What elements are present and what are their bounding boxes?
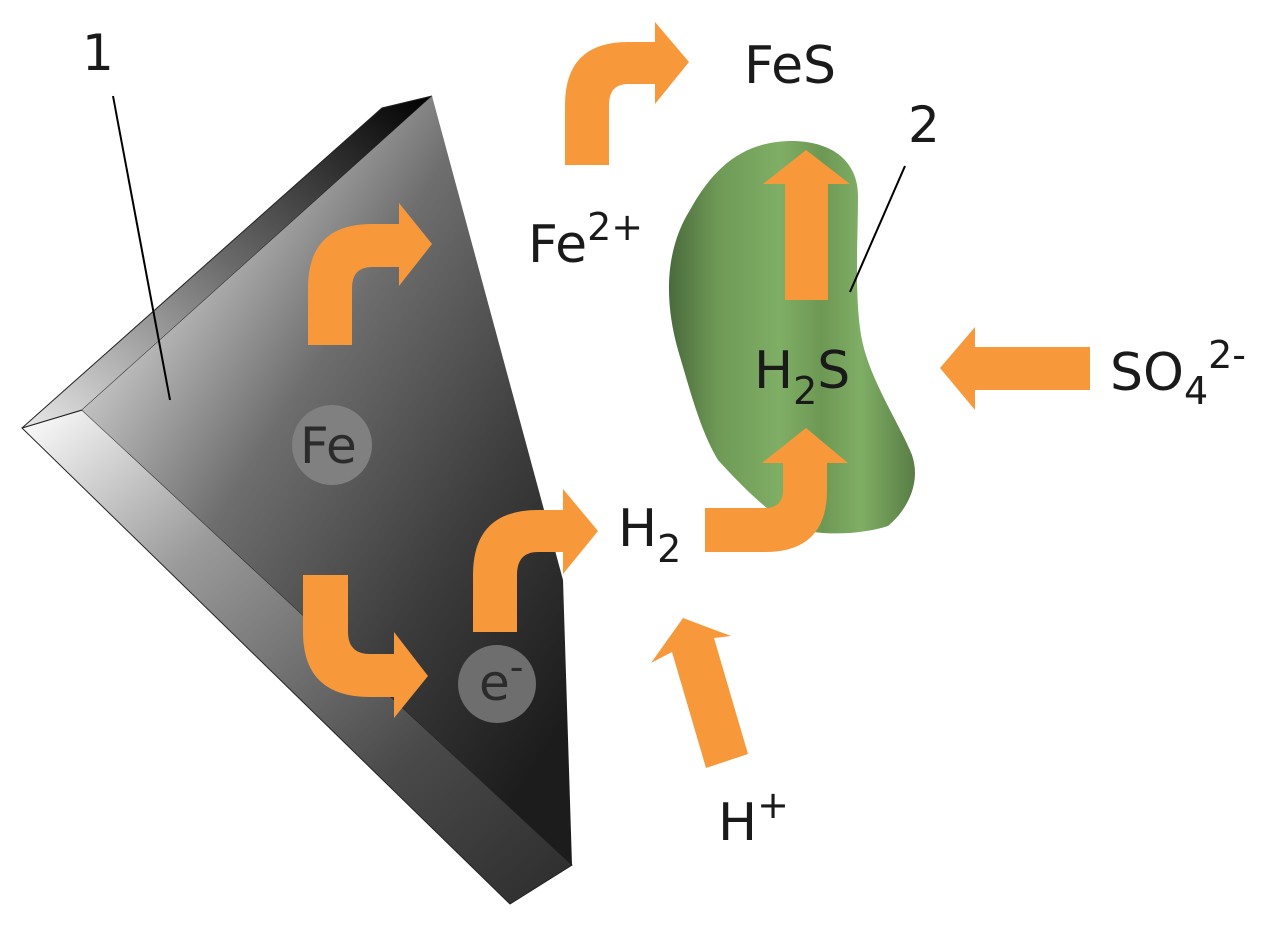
iron-block <box>21 95 573 905</box>
label-fe-ion-charge: 2+ <box>587 205 643 249</box>
label-electron: e- <box>479 645 523 712</box>
arrow-fe2-to-fes <box>565 22 689 165</box>
label-electron-base: e <box>479 654 510 712</box>
label-proton-base: H <box>718 793 757 853</box>
label-fe-ion-base: Fe <box>528 215 587 275</box>
label-h2s: H2S <box>754 341 850 413</box>
label-sulfate-sub: 4 <box>1184 369 1208 413</box>
arrow-h2-to-h2s <box>705 428 848 552</box>
leader-line-2 <box>849 165 906 293</box>
label-sulfate-charge: 2- <box>1208 333 1246 377</box>
label-h2-sub: 2 <box>657 527 681 571</box>
arrow-sulfate-left <box>940 327 1090 410</box>
label-fe-atom: Fe <box>300 417 357 475</box>
arrow-h2s-up <box>763 150 850 300</box>
arrow-fe-to-electron <box>303 575 428 718</box>
label-proton-charge: + <box>757 783 789 827</box>
callout-2: 2 <box>908 96 940 154</box>
label-h2s-tail: S <box>817 341 850 401</box>
label-proton: H+ <box>718 783 789 853</box>
fe-atom-circle <box>292 405 372 485</box>
label-sulfate-base: SO <box>1110 343 1184 403</box>
arrow-proton-up <box>651 618 748 768</box>
label-h2-base: H <box>618 499 657 559</box>
label-sulfate: SO42- <box>1110 333 1246 413</box>
label-electron-charge: - <box>510 645 524 689</box>
leader-line-1 <box>112 95 171 401</box>
label-fe-ion: Fe2+ <box>528 205 643 275</box>
bacterium <box>668 141 915 534</box>
label-fes: FeS <box>744 36 836 96</box>
arrow-electron-to-h2 <box>473 489 598 632</box>
label-h2s-base: H <box>754 341 793 401</box>
arrow-fe-to-fe2 <box>308 203 432 345</box>
label-h2s-sub: 2 <box>793 369 817 413</box>
callout-1: 1 <box>82 24 114 82</box>
label-h2: H2 <box>618 499 681 571</box>
electron-circle <box>458 645 536 723</box>
